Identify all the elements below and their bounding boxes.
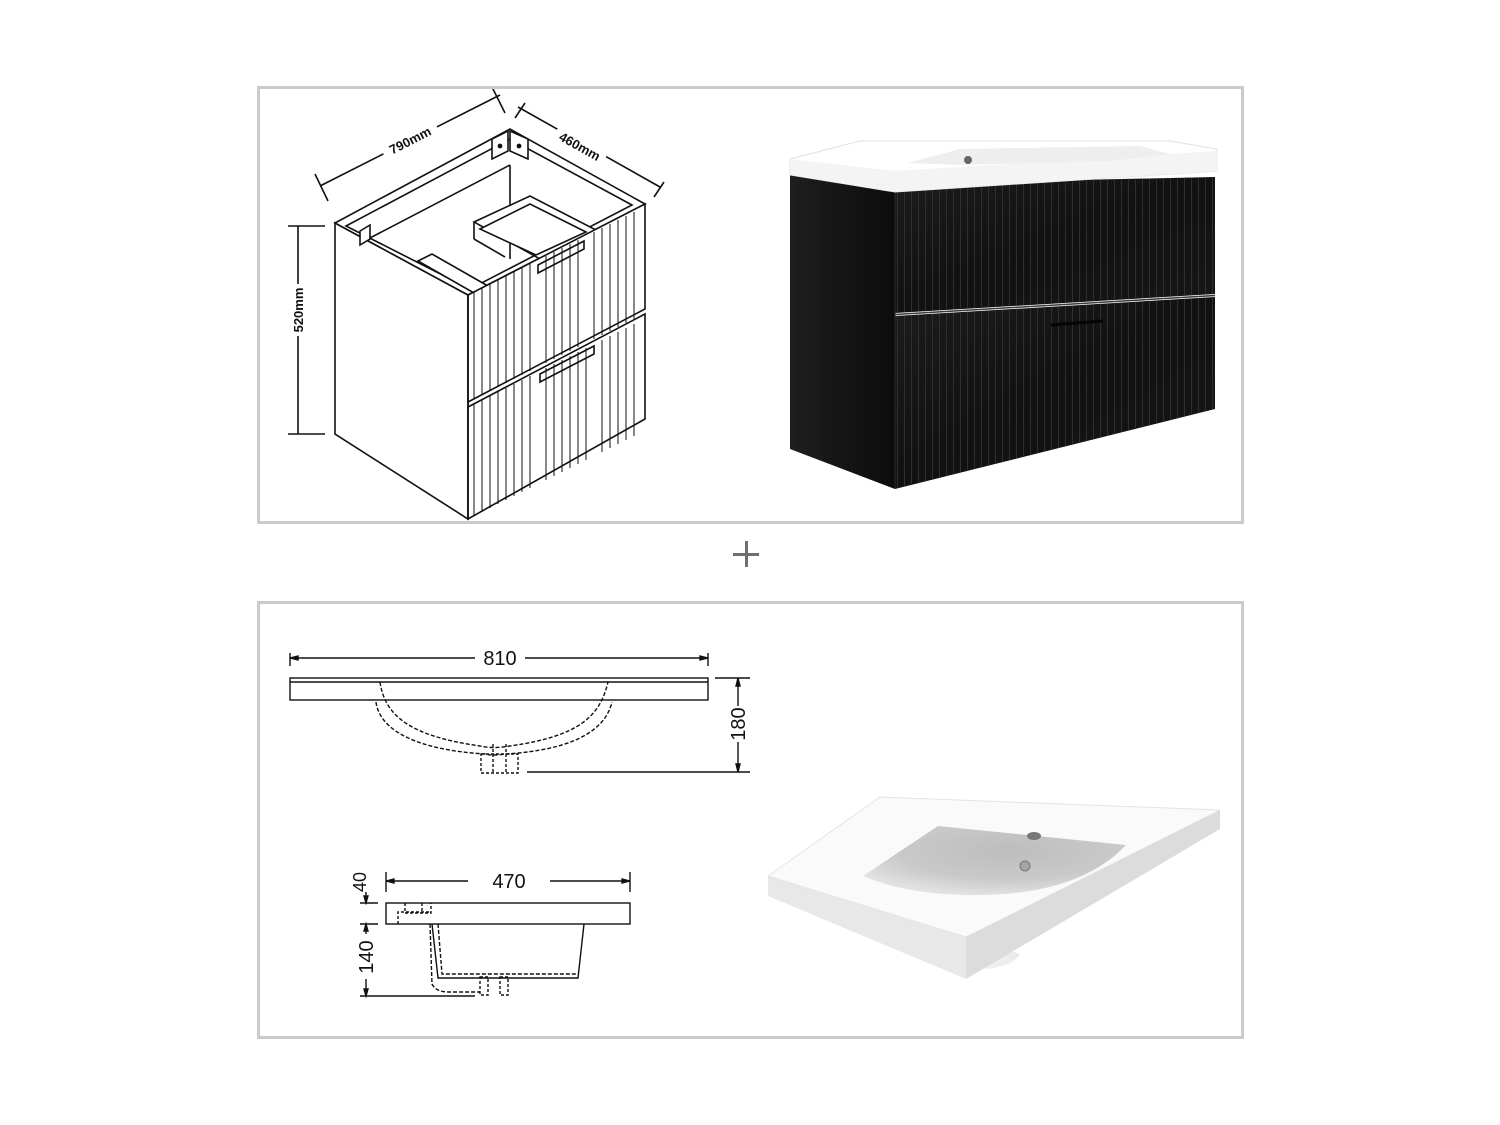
cabinet-panel: 790mm 460mm 520mm [257,86,1244,524]
plus-icon [733,541,759,567]
basin-front-view: 810 180 [289,648,750,774]
cabinet-line-drawing: 790mm 460mm 520mm [288,89,665,521]
basin-render [766,796,1221,979]
cabinet-render [789,140,1218,489]
basin-side-view: 470 40 140 [350,871,631,999]
basin-depth-label: 470 [492,871,525,893]
basin-top-thickness-label: 40 [350,872,370,892]
cabinet-height-label: 520mm [291,288,306,333]
basin-width-label: 810 [483,648,516,670]
basin-panel: 810 180 [257,601,1244,1039]
basin-height-label: 180 [728,707,750,740]
basin-bowl-depth-label: 140 [356,940,378,973]
